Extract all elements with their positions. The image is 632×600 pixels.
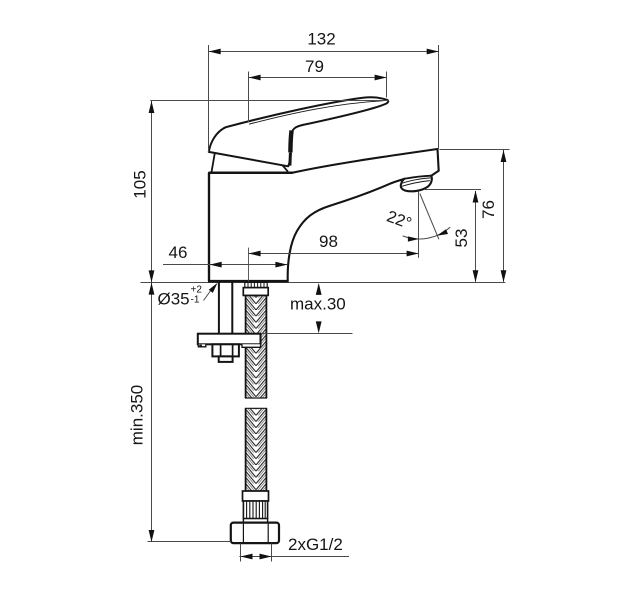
svg-text:98: 98 [319, 232, 338, 251]
svg-text:-1: -1 [191, 295, 200, 306]
svg-text:76: 76 [479, 200, 498, 219]
svg-text:53: 53 [452, 229, 471, 248]
svg-text:Ø35: Ø35 [158, 290, 190, 309]
svg-text:min.350: min.350 [128, 385, 147, 445]
svg-text:132: 132 [307, 30, 335, 49]
svg-text:max.30: max.30 [290, 295, 346, 314]
svg-text:79: 79 [305, 57, 324, 76]
svg-text:+2: +2 [191, 285, 203, 296]
svg-text:46: 46 [169, 243, 188, 262]
svg-text:105: 105 [130, 170, 149, 198]
svg-text:2xG1/2: 2xG1/2 [288, 535, 343, 554]
